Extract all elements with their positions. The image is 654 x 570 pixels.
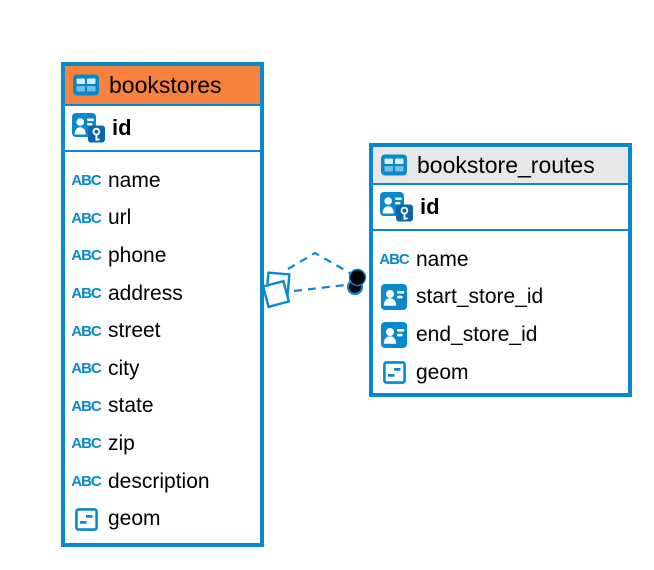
table-node-bookstore-routes[interactable]: bookstore_routes id ABC name bbox=[369, 143, 632, 397]
column-row[interactable]: ABC url bbox=[65, 200, 260, 238]
column-label: state bbox=[108, 394, 154, 418]
column-label: street bbox=[108, 319, 161, 343]
table-icon bbox=[381, 154, 407, 176]
column-label: id bbox=[112, 115, 132, 140]
text-icon: ABC bbox=[379, 251, 409, 269]
table-body: ABC name start_store_id bbox=[373, 231, 628, 393]
relationship-line-end-store[interactable] bbox=[293, 282, 355, 293]
column-row[interactable]: ABC street bbox=[65, 312, 260, 350]
column-label: id bbox=[420, 194, 440, 219]
relationship-end-marker-square[interactable] bbox=[261, 279, 291, 309]
column-row[interactable]: ABC description bbox=[65, 463, 260, 501]
text-icon: ABC bbox=[71, 473, 101, 491]
column-row-pk[interactable]: id bbox=[65, 106, 260, 152]
column-row[interactable]: ABC phone bbox=[65, 237, 260, 275]
text-icon: ABC bbox=[71, 397, 101, 415]
table-icon bbox=[73, 74, 99, 96]
column-label: end_store_id bbox=[416, 322, 538, 346]
table-body: ABC name ABC url ABC phone ABC address A… bbox=[65, 152, 260, 543]
person-key-icon bbox=[72, 113, 105, 143]
geometry-icon bbox=[74, 507, 98, 531]
text-icon: ABC bbox=[71, 322, 101, 340]
person-icon bbox=[381, 284, 407, 311]
column-label: description bbox=[108, 469, 210, 493]
column-label: url bbox=[108, 206, 132, 230]
table-title: bookstore_routes bbox=[417, 151, 595, 178]
column-label: phone bbox=[108, 243, 167, 267]
table-header-bookstore-routes[interactable]: bookstore_routes bbox=[373, 147, 628, 185]
relationship-line-start-store[interactable] bbox=[287, 251, 356, 277]
column-label: city bbox=[108, 356, 140, 380]
table-header-bookstores[interactable]: bookstores bbox=[65, 66, 260, 106]
column-row[interactable]: ABC city bbox=[65, 350, 260, 388]
relationship-end-marker-dot[interactable] bbox=[348, 268, 367, 287]
person-icon bbox=[381, 321, 407, 348]
column-row[interactable]: ABC zip bbox=[65, 425, 260, 463]
column-row[interactable]: ABC address bbox=[65, 275, 260, 313]
geometry-icon bbox=[382, 361, 406, 384]
person-key-icon bbox=[380, 192, 413, 222]
table-title: bookstores bbox=[109, 71, 222, 98]
column-row[interactable]: start_store_id bbox=[373, 279, 628, 317]
text-icon: ABC bbox=[71, 247, 101, 265]
text-icon: ABC bbox=[71, 435, 101, 453]
column-label: geom bbox=[416, 360, 469, 384]
column-row[interactable]: geom bbox=[65, 500, 260, 538]
column-row[interactable]: ABC state bbox=[65, 388, 260, 426]
column-label: name bbox=[416, 247, 469, 271]
column-row[interactable]: ABC name bbox=[373, 241, 628, 279]
text-icon: ABC bbox=[71, 285, 101, 303]
column-label: start_store_id bbox=[416, 285, 544, 309]
column-row[interactable]: geom bbox=[373, 354, 628, 392]
text-icon: ABC bbox=[71, 360, 101, 378]
column-row-pk[interactable]: id bbox=[373, 185, 628, 231]
column-label: geom bbox=[108, 507, 161, 531]
text-icon: ABC bbox=[71, 209, 101, 227]
column-label: zip bbox=[108, 431, 135, 455]
text-icon: ABC bbox=[71, 172, 101, 190]
column-row[interactable]: end_store_id bbox=[373, 316, 628, 354]
table-node-bookstores[interactable]: bookstores id ABC name ABC bbox=[61, 62, 264, 547]
column-row[interactable]: ABC name bbox=[65, 162, 260, 200]
column-label: name bbox=[108, 168, 161, 192]
column-label: address bbox=[108, 281, 183, 305]
